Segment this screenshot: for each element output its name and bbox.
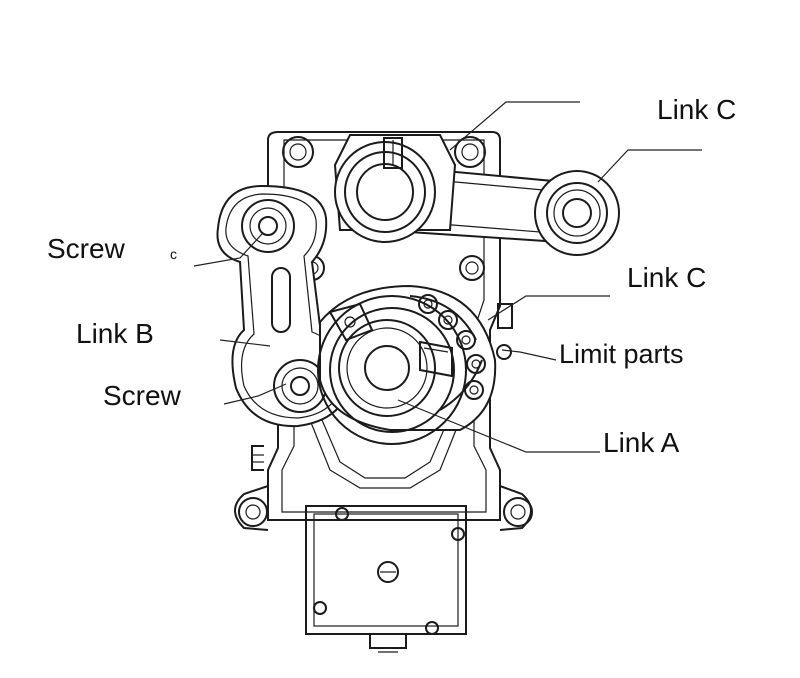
label-link-a: Link A <box>603 427 680 458</box>
central-crank-hub <box>333 134 457 243</box>
motor-block <box>305 505 467 653</box>
label-link-c-top: Link C <box>657 94 737 125</box>
mounting-boss-mid-right <box>459 255 485 281</box>
label-limit-parts: Limit parts <box>559 339 684 369</box>
mounting-boss-top-right <box>454 136 486 168</box>
mounting-ear-right <box>499 485 533 531</box>
mounting-boss-top-left <box>282 136 314 168</box>
label-link-b: Link B <box>76 318 154 349</box>
limit-holes <box>418 294 486 400</box>
label-screw-top: Screw <box>47 233 125 264</box>
limit-part-pin <box>496 303 513 360</box>
label-link-c-middle: Link C <box>627 262 707 293</box>
leader-lines <box>193 101 702 453</box>
link-a-assembly <box>317 284 497 445</box>
mounting-ear-left <box>234 485 269 531</box>
label-screw-bottom: Screw <box>103 380 181 411</box>
label-c-mark: c <box>170 246 177 262</box>
